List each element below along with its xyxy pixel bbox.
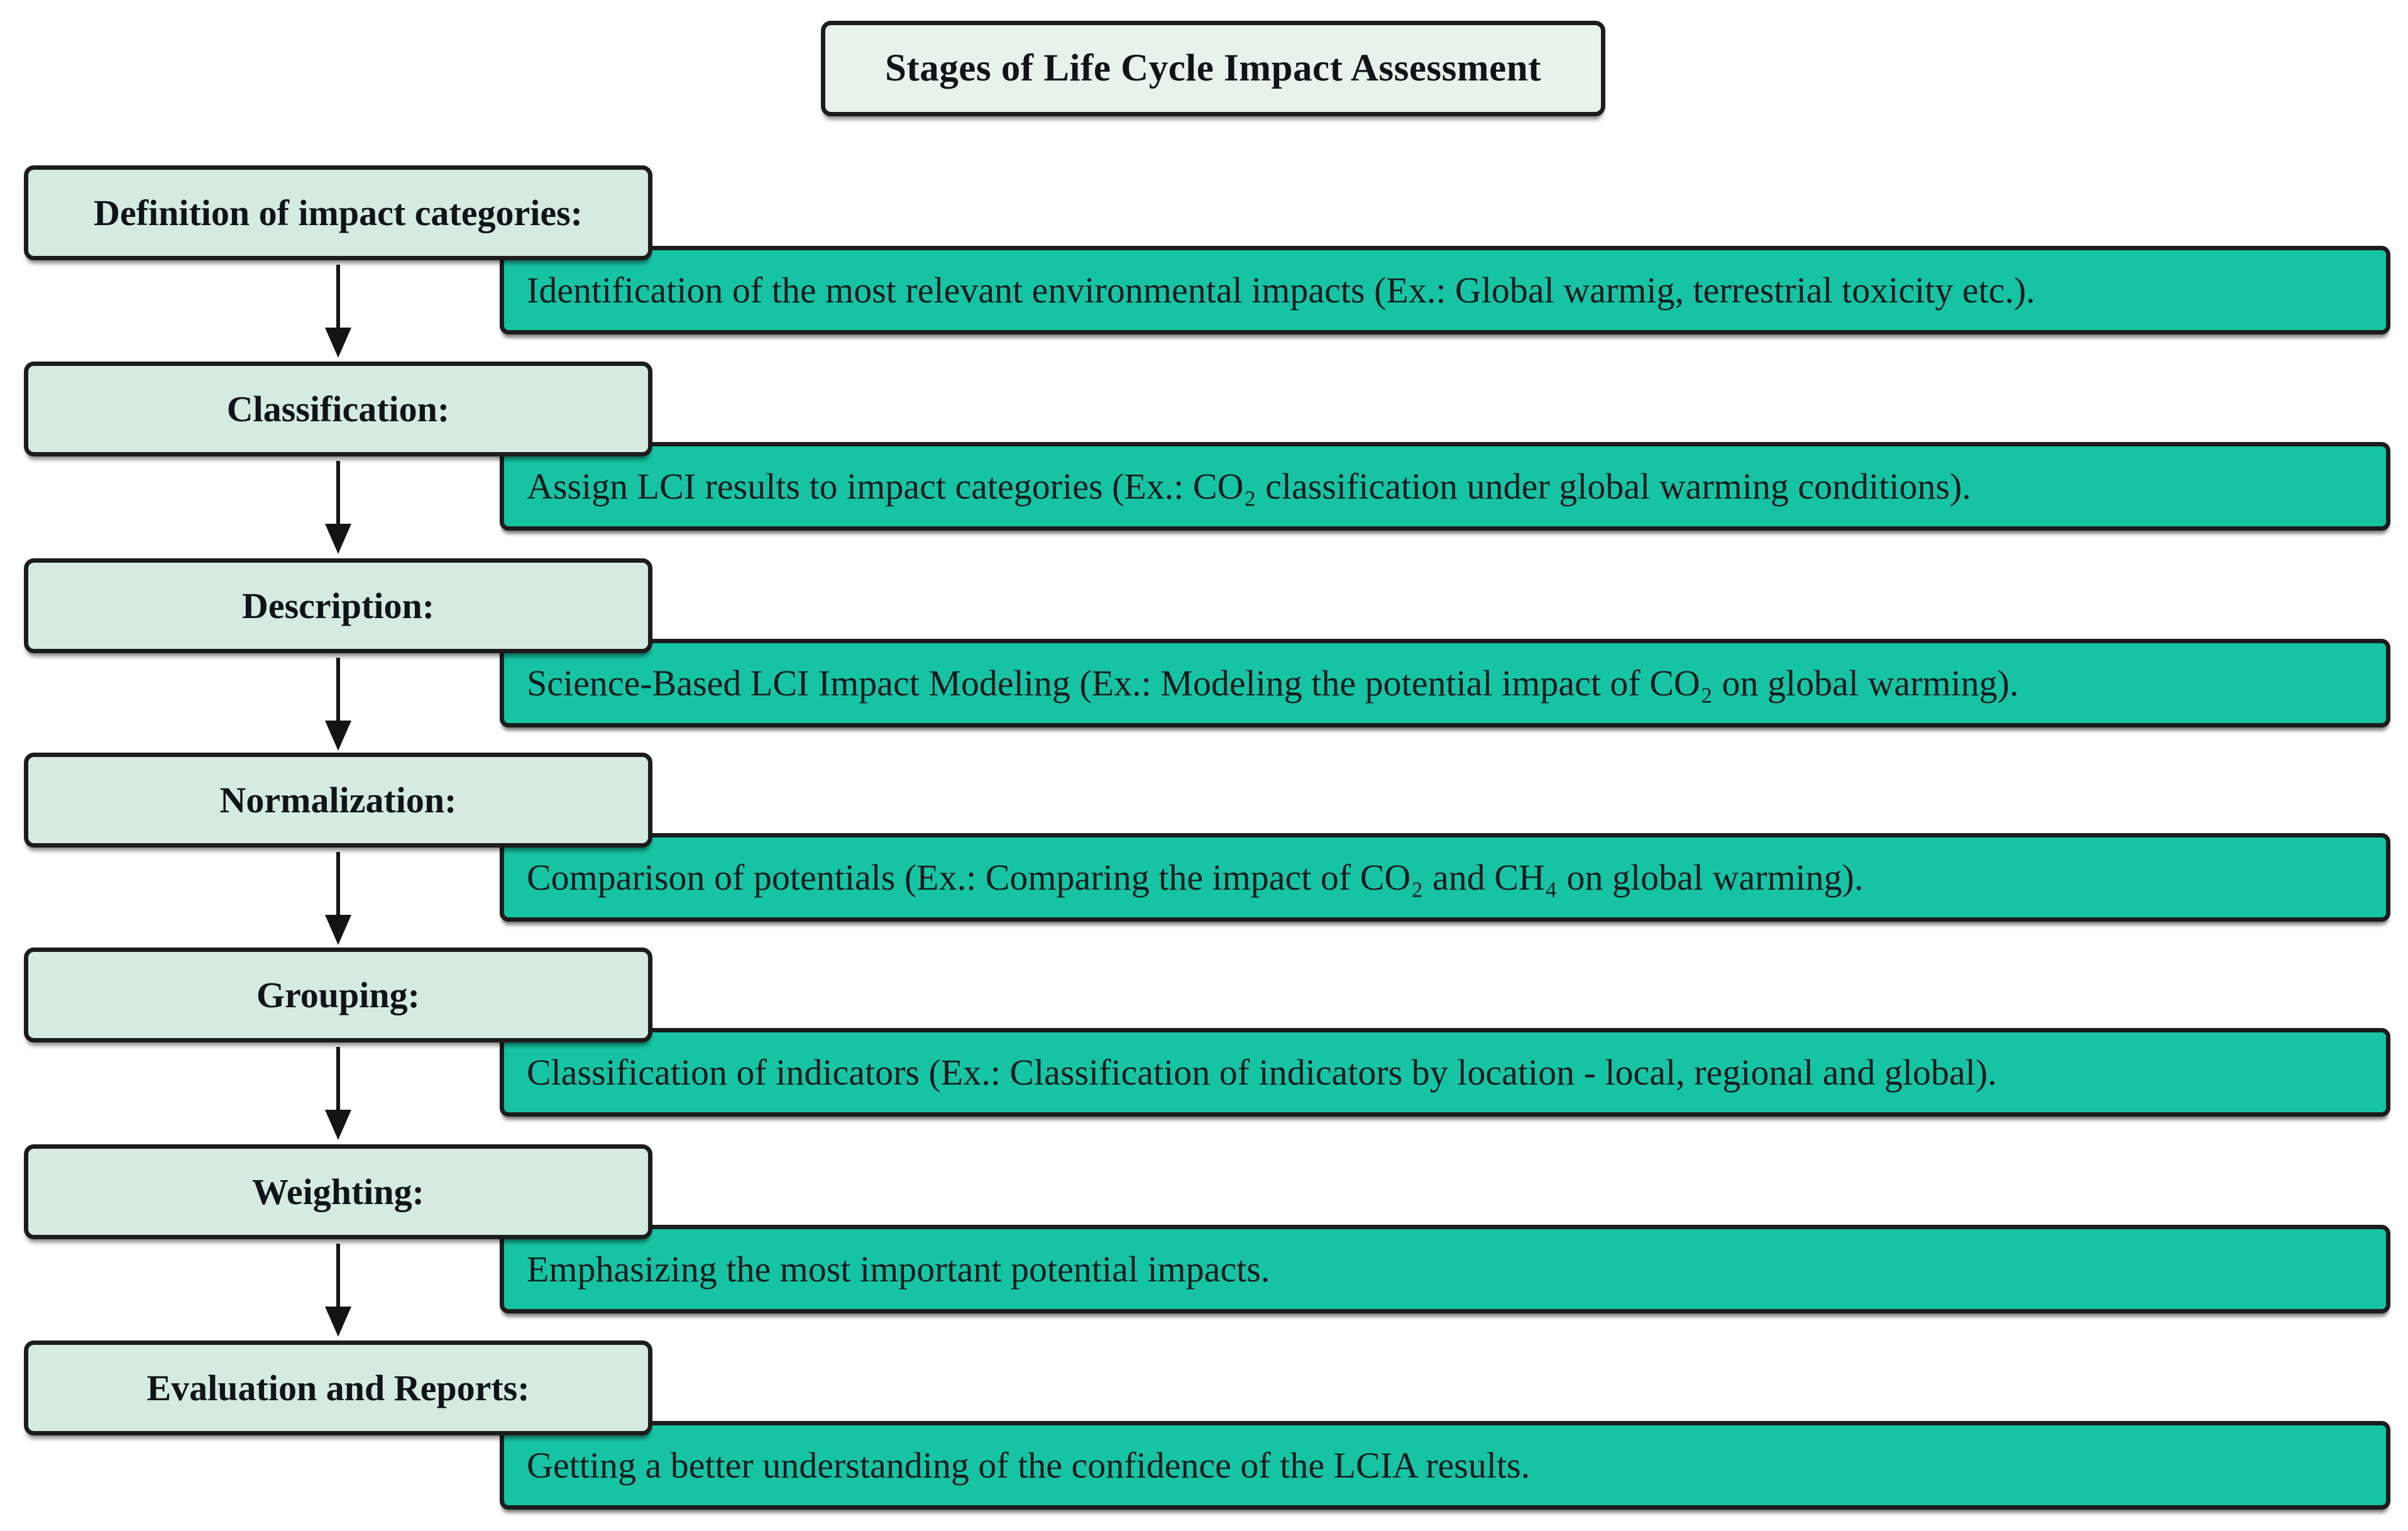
stage-description: Comparison of potentials (Ex.: Comparing… (527, 857, 1864, 898)
stage-description-bar: Getting a better understanding of the co… (500, 1421, 2390, 1510)
stage-box: Normalization: (24, 753, 652, 848)
stage-description-bar: Identification of the most relevant envi… (500, 246, 2390, 334)
down-arrow-icon (325, 1047, 351, 1140)
stage-label: Normalization: (219, 780, 457, 821)
stage-description-bar: Emphasizing the most important potential… (500, 1225, 2390, 1313)
down-arrow-icon (325, 1244, 351, 1337)
stage-label: Classification: (226, 389, 450, 429)
stage-description: Classification of indicators (Ex.: Class… (527, 1052, 1997, 1093)
diagram-title-box: Stages of Life Cycle Impact Assessment (821, 21, 1605, 116)
stage-description: Science-Based LCI Impact Modeling (Ex.: … (527, 663, 2019, 704)
down-arrow-icon (325, 265, 351, 358)
down-arrow-icon (325, 658, 351, 751)
stage-box: Definition of impact categories: (24, 165, 652, 260)
stage-description: Getting a better understanding of the co… (527, 1445, 1531, 1486)
stage-label: Definition of impact categories: (94, 192, 583, 233)
stage-description-bar: Science-Based LCI Impact Modeling (Ex.: … (500, 639, 2390, 727)
stage-box: Classification: (24, 362, 652, 456)
stage-label: Description: (241, 585, 435, 626)
stage-box: Description: (24, 558, 652, 653)
stage-description-bar: Comparison of potentials (Ex.: Comparing… (500, 833, 2390, 922)
down-arrow-icon (325, 852, 351, 945)
stage-label: Weighting: (252, 1171, 424, 1212)
stage-label: Grouping: (256, 975, 420, 1015)
stage-box: Evaluation and Reports: (24, 1340, 652, 1435)
down-arrow-icon (325, 461, 351, 554)
stage-description-bar: Classification of indicators (Ex.: Class… (500, 1028, 2390, 1117)
diagram-title: Stages of Life Cycle Impact Assessment (885, 47, 1541, 89)
stage-description: Identification of the most relevant envi… (527, 270, 2035, 311)
stage-description-bar: Assign LCI results to impact categories … (500, 442, 2390, 531)
stage-box: Grouping: (24, 948, 652, 1042)
stage-box: Weighting: (24, 1144, 652, 1239)
stage-description: Emphasizing the most important potential… (527, 1249, 1270, 1290)
stage-label: Evaluation and Reports: (146, 1368, 530, 1408)
stage-description: Assign LCI results to impact categories … (527, 466, 1971, 507)
